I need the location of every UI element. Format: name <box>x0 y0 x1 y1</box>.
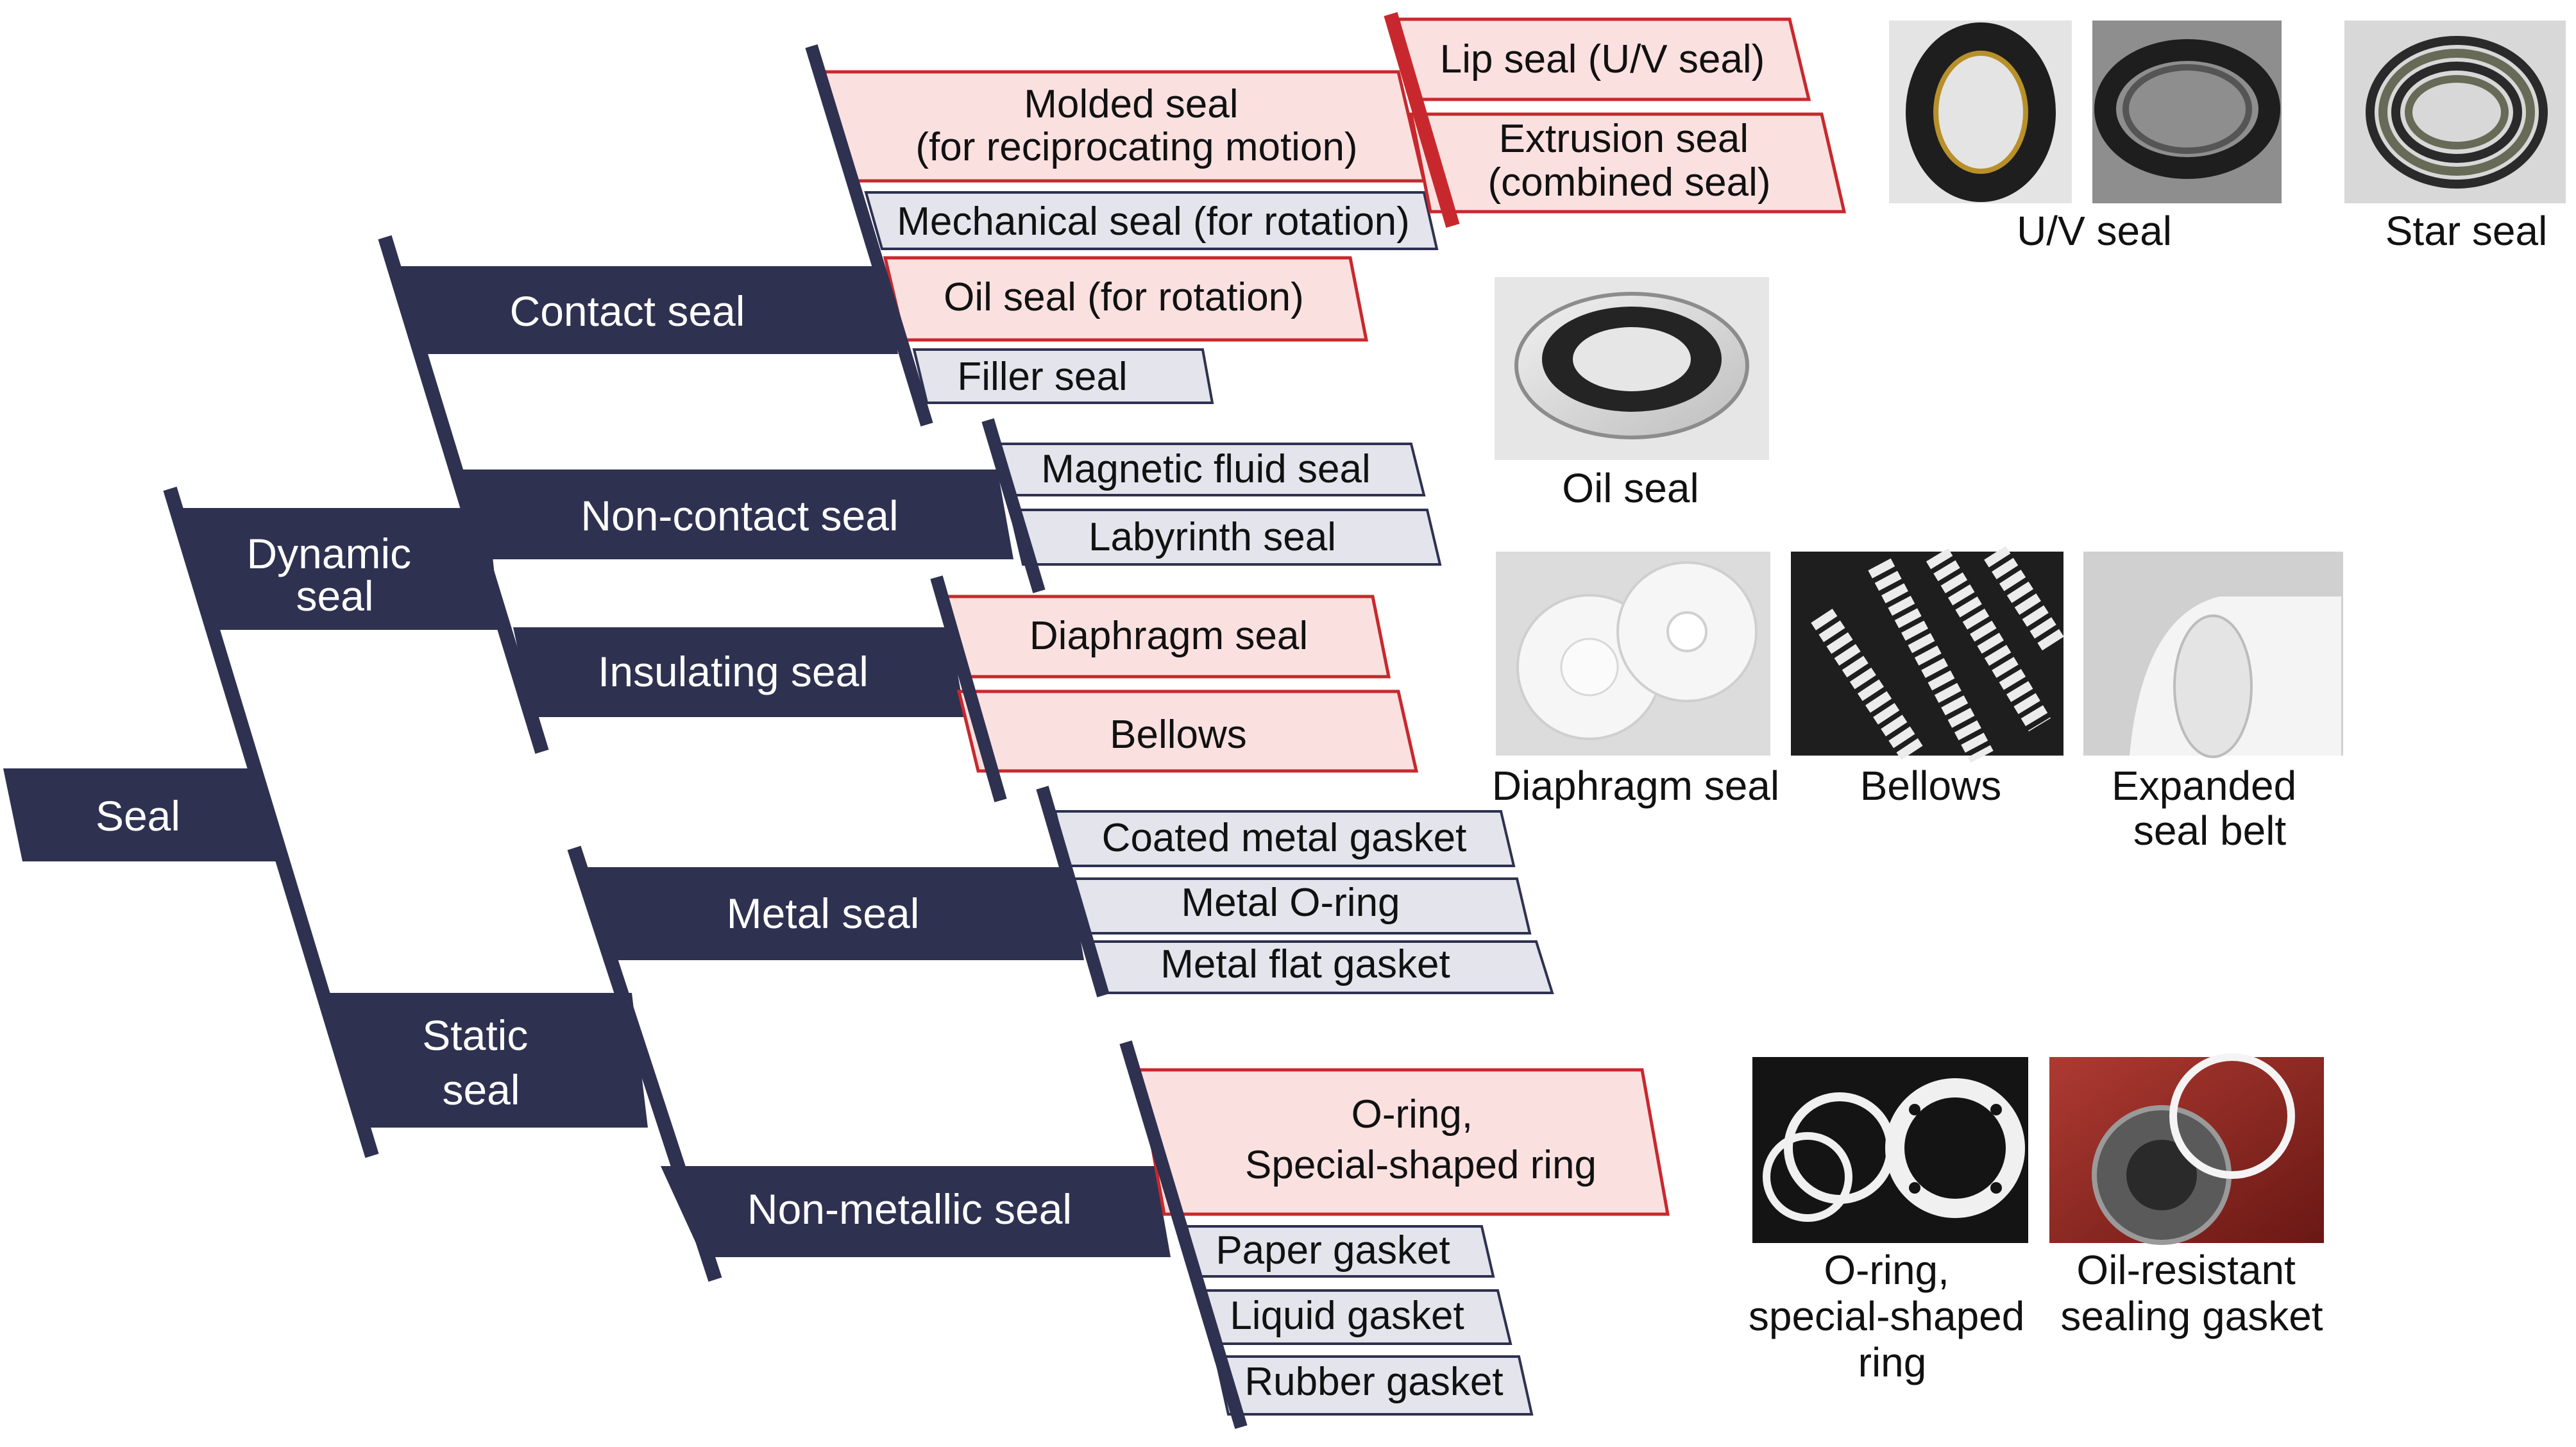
caption-oil-seal: Oil seal <box>1562 465 1699 511</box>
rubber-gasket-label: Rubber gasket <box>1244 1360 1503 1404</box>
photo-diaphragm <box>1496 552 1770 756</box>
lip-seal-label: Lip seal (U/V seal) <box>1440 37 1765 81</box>
leaf-bellows: Bellows <box>956 690 1419 773</box>
molded-seal-line-1: Molded seal <box>1024 82 1238 126</box>
metal-flat-gasket-label: Metal flat gasket <box>1160 942 1450 986</box>
paper-gasket-label: Paper gasket <box>1216 1228 1450 1273</box>
bracket-contact <box>805 44 933 427</box>
metal-o-ring-label: Metal O-ring <box>1181 881 1400 925</box>
photo-bellows <box>1791 546 2067 765</box>
contact-seal-label: Contact seal <box>510 287 745 335</box>
insulating-seal-label: Insulating seal <box>598 648 869 695</box>
leaf-oil-seal: Oil seal (for rotation) <box>883 256 1369 342</box>
caption-diaphragm: Diaphragm seal <box>1492 763 1779 809</box>
mechanical-seal-label: Mechanical seal (for rotation) <box>897 199 1409 244</box>
leaf-rubber-gasket: Rubber gasket <box>1214 1355 1534 1416</box>
node-metal-seal: Metal seal <box>584 867 1084 960</box>
static-seal-line-2: seal <box>442 1066 520 1113</box>
photo-expanded-seal-belt <box>2083 552 2343 758</box>
non-metallic-seal-label: Non-metallic seal <box>747 1185 1072 1233</box>
leaf-liquid-gasket: Liquid gasket <box>1198 1289 1513 1345</box>
caption-expanded-line-1: Expanded <box>2112 763 2296 809</box>
root-label: Seal <box>96 792 180 840</box>
leaf-diaphragm-seal: Diaphragm seal <box>944 595 1391 679</box>
labyrinth-seal-label: Labyrinth seal <box>1089 515 1336 559</box>
leaf-labyrinth-seal: Labyrinth seal <box>1008 509 1442 566</box>
leaf-paper-gasket: Paper gasket <box>1185 1225 1495 1278</box>
extrusion-seal-line-2: (combined seal) <box>1487 160 1770 205</box>
molded-seal-line-2: (for reciprocating motion) <box>915 125 1357 169</box>
leaf-metal-o-ring: Metal O-ring <box>1069 877 1532 935</box>
metal-seal-label: Metal seal <box>727 890 920 937</box>
photo-star-seal <box>2344 21 2566 203</box>
photo-oil-seal <box>1495 277 1769 460</box>
bracket-non-contact <box>981 418 1046 593</box>
bracket-dynamic <box>378 235 549 754</box>
caption-oil-resistant: Oil-resistant sealing gasket <box>2060 1247 2323 1339</box>
node-static-seal: Static seal <box>327 993 648 1128</box>
caption-o-ring-line-3: ring <box>1858 1339 1927 1385</box>
bracket-molded <box>1384 12 1460 228</box>
leaf-molded-seal: Molded seal (for reciprocating motion) <box>818 70 1427 183</box>
leaf-o-ring-special: O-ring, Special-shaped ring <box>1137 1068 1670 1216</box>
bracket-metal <box>1036 786 1110 997</box>
bracket-insulating <box>930 575 1007 802</box>
photo-oil-resistant-gasket <box>2049 1053 2324 1245</box>
node-insulating-seal: Insulating seal <box>513 627 965 717</box>
non-contact-seal-label: Non-contact seal <box>580 492 898 539</box>
caption-oil-resistant-line-2: sealing gasket <box>2060 1293 2323 1339</box>
node-non-metallic-seal: Non-metallic seal <box>661 1166 1171 1257</box>
leaf-lip-seal: Lip seal (U/V seal) <box>1396 17 1811 101</box>
photo-uv-seal-1 <box>1889 21 2072 203</box>
bracket-non-metallic <box>1119 1040 1248 1429</box>
tree-brackets <box>163 12 1460 1429</box>
bracket-static <box>567 845 722 1282</box>
caption-uv-seal: U/V seal <box>2017 208 2172 254</box>
caption-o-ring-line-1: O-ring, <box>1824 1247 1949 1293</box>
leaf-mechanical-seal: Mechanical seal (for rotation) <box>864 191 1439 250</box>
dynamic-seal-line-2: seal <box>296 572 373 620</box>
caption-expanded-line-2: seal belt <box>2133 808 2287 854</box>
caption-star-seal: Star seal <box>2385 208 2548 254</box>
leaf-coated-metal-gasket: Coated metal gasket <box>1053 810 1516 867</box>
o-ring-special-line-2: Special-shaped ring <box>1245 1143 1597 1187</box>
node-non-contact-seal: Non-contact seal <box>459 470 1013 559</box>
static-seal-line-1: Static <box>422 1011 528 1059</box>
caption-o-ring: O-ring, special-shaped ring <box>1749 1247 2036 1385</box>
liquid-gasket-label: Liquid gasket <box>1230 1294 1464 1338</box>
caption-bellows: Bellows <box>1860 763 2002 809</box>
dynamic-seal-label: Dynamic seal <box>246 530 423 620</box>
leaf-magnetic-fluid-seal: Magnetic fluid seal <box>996 443 1426 496</box>
extrusion-seal-line-1: Extrusion seal <box>1499 117 1749 161</box>
node-root-seal: Seal <box>3 768 276 861</box>
leaf-metal-flat-gasket: Metal flat gasket <box>1085 940 1554 994</box>
leaf-extrusion-seal: Extrusion seal (combined seal) <box>1409 112 1847 214</box>
bracket-root <box>163 486 379 1158</box>
bellows-label: Bellows <box>1110 713 1247 757</box>
magnetic-fluid-seal-label: Magnetic fluid seal <box>1041 447 1371 491</box>
static-seal-label: Static seal <box>422 1011 539 1113</box>
caption-oil-resistant-line-1: Oil-resistant <box>2076 1247 2296 1293</box>
molded-seal-label: Molded seal (for reciprocating motion) <box>915 82 1357 169</box>
caption-expanded: Expanded seal belt <box>2112 763 2308 854</box>
node-dynamic-seal: Dynamic seal <box>180 508 500 630</box>
diaphragm-seal-label: Diaphragm seal <box>1030 614 1308 658</box>
o-ring-special-line-1: O-ring, <box>1352 1092 1473 1137</box>
oil-seal-label: Oil seal (for rotation) <box>944 275 1304 319</box>
dynamic-seal-line-1: Dynamic <box>246 530 411 577</box>
photo-o-rings <box>1752 1057 2028 1243</box>
o-ring-special-label: O-ring, Special-shaped ring <box>1245 1092 1597 1187</box>
filler-seal-label: Filler seal <box>957 355 1127 399</box>
node-contact-seal: Contact seal <box>394 266 898 354</box>
coated-metal-gasket-label: Coated metal gasket <box>1102 816 1467 860</box>
caption-o-ring-line-2: special-shaped <box>1749 1293 2025 1339</box>
leaf-filler-seal: Filler seal <box>912 348 1214 404</box>
photo-uv-seal-2 <box>2092 21 2282 203</box>
extrusion-seal-label: Extrusion seal (combined seal) <box>1487 117 1770 205</box>
